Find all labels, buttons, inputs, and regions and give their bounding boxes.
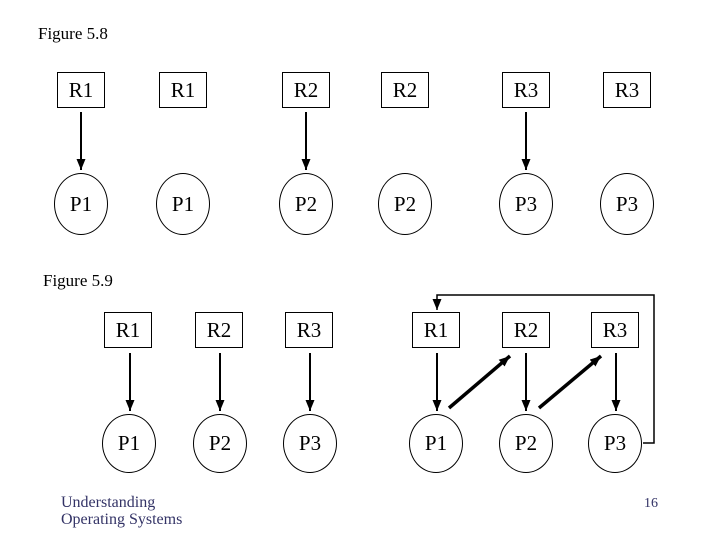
- figure-5-8-title: Figure 5.8: [38, 24, 108, 43]
- process-node: P2: [378, 173, 432, 235]
- process-node: P3: [600, 173, 654, 235]
- page-number: 16: [644, 496, 658, 511]
- process-node: P1: [156, 173, 210, 235]
- resource-box: R2: [502, 312, 550, 348]
- process-node: P2: [193, 414, 247, 473]
- resource-box: R2: [195, 312, 243, 348]
- request-arrow-p2-r3: [537, 354, 603, 410]
- resource-box: R1: [159, 72, 207, 108]
- process-node: P1: [54, 173, 108, 235]
- resource-box: R2: [282, 72, 330, 108]
- footer-book-title-line2: Operating Systems: [61, 511, 183, 528]
- resource-box: R1: [57, 72, 105, 108]
- process-node: P1: [102, 414, 156, 473]
- process-node: P1: [409, 414, 463, 473]
- resource-box: R2: [381, 72, 429, 108]
- resource-box: R3: [591, 312, 639, 348]
- resource-box: R3: [285, 312, 333, 348]
- resource-box: R3: [603, 72, 651, 108]
- request-arrow-p1-r2: [447, 354, 512, 410]
- figure-5-9-title: Figure 5.9: [43, 271, 113, 290]
- process-node: P3: [499, 173, 553, 235]
- footer-book-title: Understanding Operating Systems: [61, 494, 182, 528]
- resource-box: R1: [412, 312, 460, 348]
- process-node: P2: [499, 414, 553, 473]
- process-node: P3: [283, 414, 337, 473]
- process-node: P2: [279, 173, 333, 235]
- footer-book-title-line1: Understanding: [61, 494, 156, 511]
- process-node: P3: [588, 414, 642, 473]
- resource-box: R3: [502, 72, 550, 108]
- request-arrow-p3-r1: [432, 294, 655, 444]
- resource-box: R1: [104, 312, 152, 348]
